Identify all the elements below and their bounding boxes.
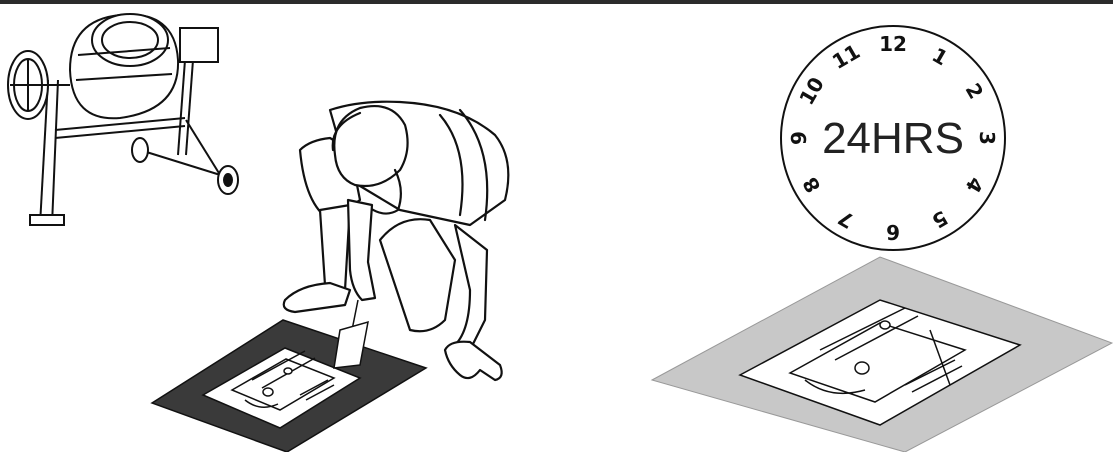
clock-number: 12 [879, 32, 907, 56]
clock-number: 6 [886, 220, 900, 244]
cement-mixer-icon [8, 14, 238, 225]
clock-number: 9 [787, 131, 811, 145]
clock-number: 3 [975, 131, 999, 145]
clock-center-label: 24HRS [822, 114, 964, 163]
